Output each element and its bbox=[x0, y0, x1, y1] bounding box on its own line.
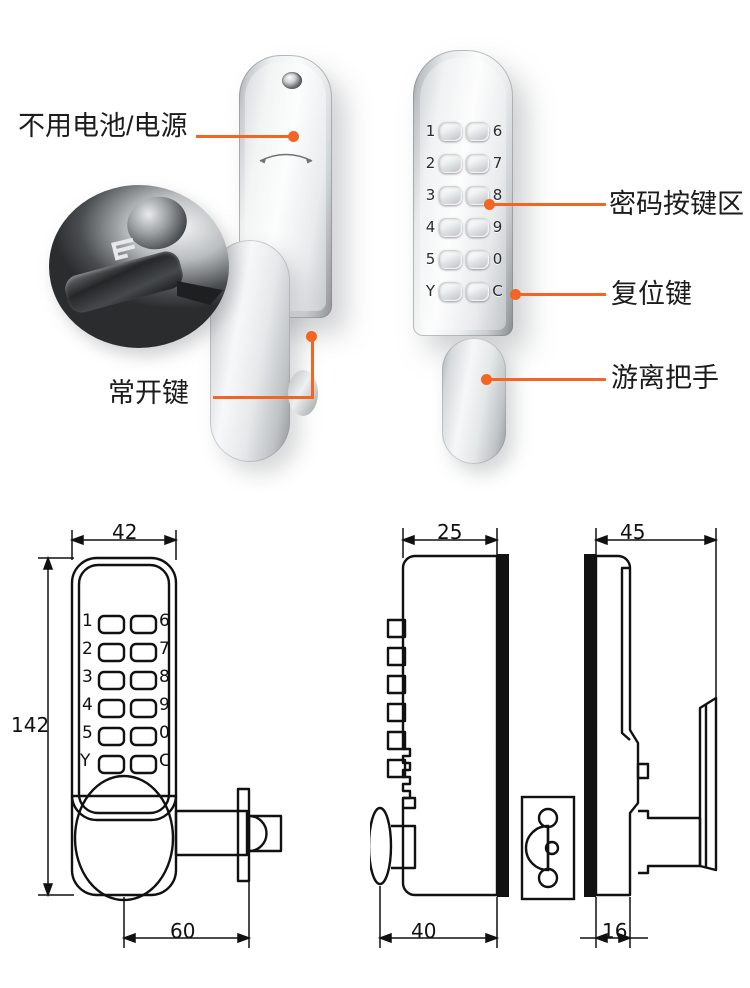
side-view-right-drawing bbox=[580, 528, 719, 948]
lock-front-plate bbox=[413, 50, 513, 336]
keypad-button-7[interactable] bbox=[465, 153, 489, 173]
key-label-c: C bbox=[492, 282, 503, 300]
leader-dot-no-battery bbox=[288, 131, 299, 142]
dim-key-label-c: C bbox=[159, 751, 171, 771]
dim-key-label-1: 1 bbox=[82, 611, 93, 631]
magnified-detail-inset bbox=[49, 185, 229, 348]
keypad-button-y[interactable] bbox=[439, 281, 463, 301]
dimension-side-right-top-45: 45 bbox=[620, 520, 646, 544]
key-label-0: 0 bbox=[492, 250, 503, 268]
rotation-arrow-icon bbox=[259, 153, 313, 164]
inset-shadow-wedge bbox=[177, 281, 223, 305]
product-photo-region: 1 6 2 7 3 8 4 9 bbox=[18, 50, 744, 464]
dim-key-label-8: 8 bbox=[159, 667, 170, 687]
side-view-left-drawing bbox=[370, 528, 576, 948]
dim-key-label-2: 2 bbox=[82, 639, 93, 659]
dimension-depth-60: 60 bbox=[170, 919, 196, 943]
dim-key-label-0: 0 bbox=[159, 723, 170, 743]
screw-hole-icon bbox=[282, 72, 302, 89]
key-label-5: 5 bbox=[425, 250, 436, 268]
dim-key-label-3: 3 bbox=[82, 667, 93, 687]
leader-line-always-open-vertical bbox=[311, 335, 314, 398]
key-label-7: 7 bbox=[492, 154, 503, 172]
dim-key-label-y: Y bbox=[80, 751, 91, 771]
key-label-8: 8 bbox=[492, 186, 503, 204]
technical-drawing-region: 1 2 3 4 5 Y 6 7 8 9 0 C 42 142 60 bbox=[0, 500, 750, 988]
annotation-label-keypad-area: 密码按键区 bbox=[609, 189, 744, 219]
annotation-label-no-battery: 不用电池/电源 bbox=[18, 111, 188, 141]
key-label-3: 3 bbox=[425, 186, 436, 204]
leader-dot-always-open bbox=[306, 331, 317, 342]
dim-key-label-6: 6 bbox=[159, 611, 170, 631]
key-label-y: Y bbox=[425, 282, 436, 300]
dim-key-label-5: 5 bbox=[82, 723, 93, 743]
dim-key-label-9: 9 bbox=[159, 695, 170, 715]
key-label-4: 4 bbox=[425, 218, 436, 236]
dimension-side-right-bottom-16: 16 bbox=[602, 919, 628, 943]
leader-line-always-open-horizontal bbox=[213, 396, 314, 399]
dimension-width-42: 42 bbox=[112, 520, 138, 544]
keypad-button-0[interactable] bbox=[465, 249, 489, 269]
key-label-1: 1 bbox=[425, 122, 436, 140]
leader-line-no-battery bbox=[196, 135, 293, 138]
dimension-height-142: 142 bbox=[11, 713, 50, 737]
key-label-9: 9 bbox=[492, 218, 503, 236]
dim-key-label-7: 7 bbox=[159, 639, 170, 659]
keypad-button-c[interactable] bbox=[465, 281, 489, 301]
inset-switch-icon bbox=[111, 237, 136, 261]
dimension-side-left-top-25: 25 bbox=[437, 520, 463, 544]
photo-keypad[interactable]: 1 6 2 7 3 8 4 9 bbox=[425, 118, 503, 308]
keypad-button-4[interactable] bbox=[439, 217, 463, 237]
key-label-6: 6 bbox=[492, 122, 503, 140]
front-view-drawing bbox=[38, 530, 283, 948]
keypad-button-2[interactable] bbox=[439, 153, 463, 173]
keypad-button-1[interactable] bbox=[439, 121, 463, 141]
leader-line-free-handle bbox=[486, 378, 606, 381]
keypad-button-6[interactable] bbox=[465, 121, 489, 141]
lock-front-handle bbox=[442, 338, 506, 464]
keypad-button-8[interactable] bbox=[465, 185, 489, 205]
dimension-side-left-bottom-40: 40 bbox=[411, 919, 437, 943]
dim-key-label-4: 4 bbox=[82, 695, 93, 715]
keypad-button-3[interactable] bbox=[439, 185, 463, 205]
leader-line-reset-key bbox=[515, 293, 606, 296]
annotation-label-reset-key: 复位键 bbox=[611, 279, 692, 309]
annotation-label-free-handle: 游离把手 bbox=[611, 363, 719, 393]
key-label-2: 2 bbox=[425, 154, 436, 172]
keypad-button-5[interactable] bbox=[439, 249, 463, 269]
leader-line-keypad-area bbox=[489, 203, 606, 206]
annotation-label-always-open: 常开键 bbox=[108, 378, 189, 408]
keypad-button-9[interactable] bbox=[465, 217, 489, 237]
